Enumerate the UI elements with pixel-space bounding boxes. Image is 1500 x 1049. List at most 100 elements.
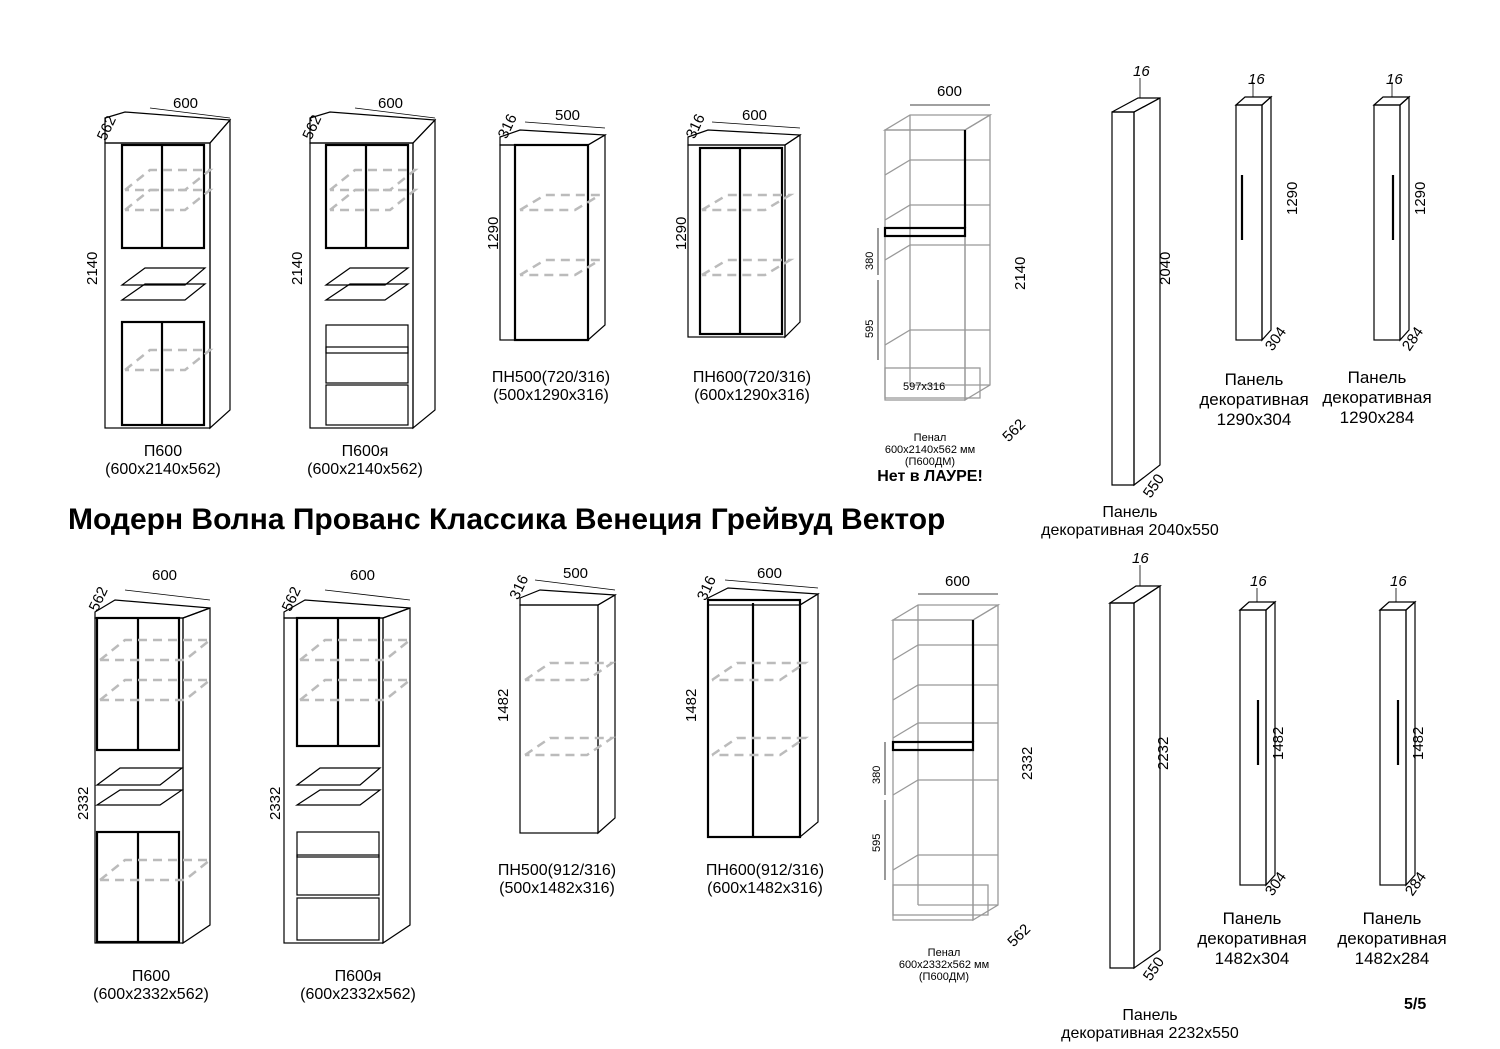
penal-top-height: 2140 (1012, 257, 1029, 290)
caption-pn600-bottom: ПН600(912/316) (600х1482х316) (706, 862, 824, 898)
caption-pn600-top: ПН600(720/316) (600х1290х316) (693, 369, 811, 405)
p600-bottom-height: 2332 (75, 787, 92, 820)
pn600-bottom-height: 1482 (683, 689, 700, 722)
pn600-bottom-depth: 316 (694, 573, 720, 603)
panel-1482-284-height: 1482 (1410, 727, 1427, 760)
caption-line1: Панель (1122, 1007, 1178, 1024)
panel-1482-284-thickness: 16 (1390, 573, 1407, 590)
caption-line1: Панель (1102, 504, 1158, 521)
penal-top-niche1: 380 (864, 252, 876, 270)
cabinet-pn500-top: 500 316 1290 (485, 107, 608, 342)
cabinet-pn600-top: 600 316 1290 (673, 107, 802, 339)
p600ya-bottom-height: 2332 (267, 787, 284, 820)
p600-top-width: 600 (173, 95, 198, 112)
cabinet-pn600-bottom: 600 316 1482 (683, 565, 820, 839)
p600ya-top-width: 600 (378, 95, 403, 112)
caption-name: ПН500(912/316) (497, 862, 617, 879)
penal-top: 597х316 600 2140 562 380 595 (864, 83, 1029, 446)
caption-p600-top: П600 (600х2140х562) (105, 443, 221, 479)
caption-name: ПН600(720/316) (692, 369, 812, 386)
p600ya-bottom-depth: 562 (279, 584, 305, 614)
penal-bottom-niche1: 380 (871, 766, 883, 784)
caption-warning: Нет в ЛАУРЕ! (877, 468, 983, 485)
panel-1290-284-depth: 284 (1399, 324, 1427, 354)
caption-p600ya-top: П600я (600х2140х562) (307, 443, 423, 479)
panel-1290-304-height: 1290 (1284, 182, 1301, 215)
pn500-top-width: 500 (555, 107, 580, 124)
caption-size: (600х1482х316) (707, 880, 823, 897)
panel-2232: 16 2232 550 (1107, 550, 1172, 984)
caption-panel-1482-304: Панель декоративная 1482х304 (1197, 909, 1306, 969)
caption-size: (500х1290х316) (493, 387, 609, 404)
caption-panel-2040: Панель декоративная 2040х550 (1041, 504, 1219, 540)
pn600-top-depth: 316 (683, 111, 709, 141)
caption-pn500-top: ПН500(720/316) (500х1290х316) (492, 369, 610, 405)
caption-p600ya-bottom: П600я (600х2332х562) (300, 968, 416, 1004)
caption-size: (600х2332х562) (300, 986, 416, 1003)
penal-bottom-height: 2332 (1019, 747, 1036, 780)
caption-name: П600я (341, 443, 389, 460)
caption-line3: (П600ДМ) (904, 456, 956, 468)
pn500-bottom-height: 1482 (495, 689, 512, 722)
pn600-top-height: 1290 (673, 217, 690, 250)
panel-1290-284: 16 1290 284 (1372, 71, 1429, 354)
pn500-top-height: 1290 (485, 217, 502, 250)
panel-2232-height: 2232 (1155, 737, 1172, 770)
caption-size: (600х2140х562) (307, 461, 423, 478)
panel-2040-thickness: 16 (1133, 63, 1150, 80)
p600-top-height: 2140 (84, 252, 101, 285)
caption-name: П600 (131, 968, 171, 985)
caption-line3: 1290х304 (1216, 410, 1292, 429)
pn600-top-width: 600 (742, 107, 767, 124)
caption-line1: Панель (1362, 909, 1422, 928)
panel-1482-304-thickness: 16 (1250, 573, 1267, 590)
caption-line2: декоративная (1199, 390, 1309, 409)
panel-1290-304: 16 1290 304 (1234, 71, 1301, 354)
penal-bottom-width: 600 (945, 573, 970, 590)
series-heading: Модерн Волна Прованс Классика Венеция Гр… (68, 503, 946, 536)
caption-size: (600х2332х562) (93, 986, 209, 1003)
p600ya-bottom-width: 600 (350, 567, 375, 584)
penal-bottom-depth: 562 (1004, 921, 1034, 951)
caption-panel-2232: Панель декоративная 2232х550 (1061, 1007, 1239, 1043)
cabinet-pn500-bottom: 500 316 1482 (495, 565, 617, 835)
cabinet-p600ya-bottom: 600 562 2332 (267, 567, 414, 945)
caption-line2: декоративная (1197, 929, 1307, 948)
caption-line1: Панель (1222, 909, 1282, 928)
panel-1482-304: 16 1482 304 (1238, 573, 1290, 899)
panel-1290-304-depth: 304 (1262, 324, 1290, 354)
p600-bottom-depth: 562 (86, 584, 112, 614)
page-number: 5/5 (1404, 996, 1427, 1013)
caption-p600-bottom: П600 (600х2332х562) (93, 968, 209, 1004)
panel-1482-304-height: 1482 (1270, 727, 1287, 760)
pn600-bottom-width: 600 (757, 565, 782, 582)
p600ya-top-height: 2140 (289, 252, 306, 285)
panel-2232-thickness: 16 (1132, 550, 1149, 567)
caption-panel-1290-284: Панель декоративная 1290х284 (1322, 368, 1431, 428)
caption-line3: 1482х304 (1214, 949, 1290, 968)
caption-panel-1290-304: Панель декоративная 1290х304 (1199, 370, 1308, 430)
caption-line2: декоративная (1337, 929, 1447, 948)
caption-name: ПН600(912/316) (705, 862, 825, 879)
caption-panel-1482-284: Панель декоративная 1482х284 (1337, 909, 1446, 969)
caption-pn500-bottom: ПН500(912/316) (500х1482х316) (498, 862, 616, 898)
panel-2232-depth: 550 (1140, 954, 1168, 984)
caption-name: ПН500(720/316) (491, 369, 611, 386)
panel-2040-depth: 550 (1140, 471, 1168, 501)
p600ya-top-depth: 562 (299, 112, 325, 142)
penal-bottom: 600 2332 562 380 595 (871, 573, 1036, 951)
panel-1290-284-height: 1290 (1412, 182, 1429, 215)
caption-line1: Панель (1224, 370, 1284, 389)
caption-line1: Пенал (927, 947, 961, 959)
caption-line3: 1290х284 (1339, 408, 1415, 427)
caption-line2: декоративная 2040х550 (1041, 522, 1219, 539)
pn500-bottom-width: 500 (563, 565, 588, 582)
caption-line1: Пенал (913, 432, 947, 444)
p600-bottom-width: 600 (152, 567, 177, 584)
caption-size: (600х2140х562) (105, 461, 221, 478)
panel-1482-284: 16 1482 284 (1378, 573, 1430, 899)
caption-penal-top: Пенал 600х2140х562 мм (П600ДМ) Нет в ЛАУ… (877, 432, 983, 486)
panel-2040: 16 2040 550 (1111, 63, 1174, 501)
caption-line2: 600х2140х562 мм (884, 444, 976, 456)
